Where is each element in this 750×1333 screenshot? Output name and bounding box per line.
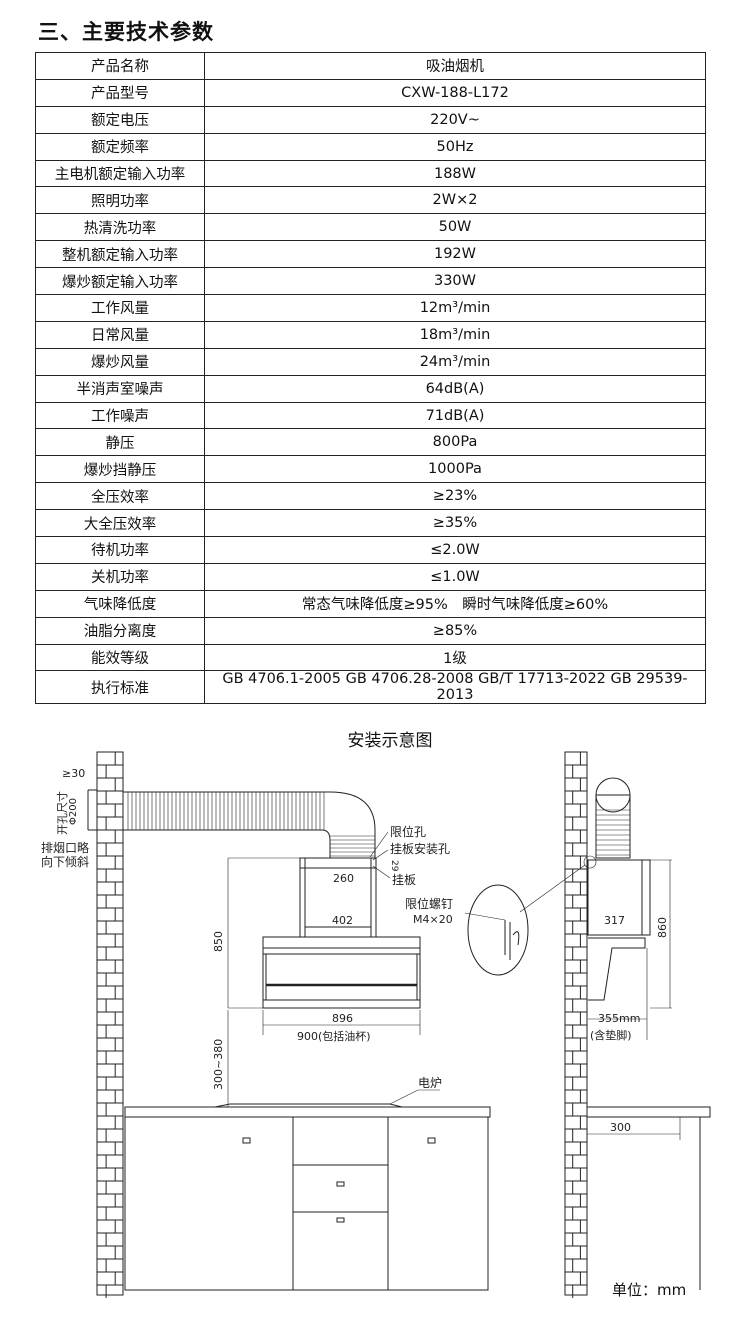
spec-value: 220V~ [204, 105, 706, 134]
slope-label-1: 排烟口略 [41, 840, 89, 855]
brick-wall [96, 751, 124, 1296]
spec-value: ≥35% [204, 509, 706, 538]
spec-label: 主电机额定输入功率 [35, 159, 205, 188]
spec-row: 全压效率≥23% [35, 482, 706, 511]
hood-front [227, 831, 421, 1107]
spec-label: 爆炒挡静压 [35, 455, 205, 484]
hole-size-label: 开孔尺寸 [55, 791, 69, 835]
plate-label: 挂板 [392, 873, 416, 887]
slope-label-2: 向下倾斜 [41, 854, 89, 869]
limit-hole-label: 限位孔 [390, 824, 426, 839]
spec-row: 产品名称吸油烟机 [35, 52, 706, 80]
spec-label: 热清洗功率 [35, 213, 205, 242]
spec-value: 188W [204, 159, 706, 188]
hood-side [464, 777, 711, 1290]
stove-label: 电炉 [418, 1076, 442, 1090]
unit-label: 单位：mm [612, 1281, 687, 1299]
dim-896: 896 [332, 1012, 353, 1025]
dim-260: 260 [333, 872, 354, 885]
spec-label: 产品名称 [35, 52, 205, 80]
spec-value: 64dB(A) [204, 374, 706, 403]
spec-label: 气味降低度 [35, 589, 205, 618]
spec-label: 爆炒风量 [35, 347, 205, 376]
spec-value: 1级 [204, 643, 706, 672]
brick-wall [564, 751, 588, 1296]
spec-value: ≥23% [204, 482, 706, 511]
brick-walls [96, 751, 588, 1298]
exhaust-duct [87, 789, 630, 858]
dim-317: 317 [604, 914, 625, 927]
spec-label: 整机额定输入功率 [35, 240, 205, 269]
spec-value: 192W [204, 240, 706, 269]
dim-29: 29 [389, 860, 399, 872]
spec-row: 关机功率≤1.0W [35, 562, 706, 591]
spec-label: 工作噪声 [35, 401, 205, 430]
spec-value: 71dB(A) [204, 401, 706, 430]
spec-value: 1000Pa [204, 455, 706, 484]
spec-row: 油脂分离度≥85% [35, 616, 706, 645]
spec-label: 全压效率 [35, 482, 205, 511]
section-title: 三、主要技术参数 [38, 20, 214, 44]
spec-row: 大全压效率≥35% [35, 509, 706, 538]
dim-900: 900(包括油杯) [297, 1029, 371, 1043]
spec-label: 执行标准 [35, 670, 205, 705]
spec-label: 关机功率 [35, 562, 205, 591]
diagram-title: 安装示意图 [347, 731, 433, 751]
spec-value: 18m³/min [204, 320, 706, 349]
spec-value: 24m³/min [204, 347, 706, 376]
hole-diameter-label: Φ200 [68, 798, 79, 825]
spec-label: 产品型号 [35, 78, 205, 107]
spec-value: ≥85% [204, 616, 706, 645]
dim-355: 355mm [598, 1012, 640, 1025]
spec-label: 静压 [35, 428, 205, 457]
spec-value: GB 4706.1-2005 GB 4706.28-2008 GB/T 1771… [204, 670, 706, 705]
spec-label: 照明功率 [35, 186, 205, 215]
screw-label: 限位螺钉 [405, 896, 453, 911]
dim-355-note: (含垫脚) [590, 1028, 632, 1042]
spec-label: 能效等级 [35, 643, 205, 672]
spec-label: 额定频率 [35, 132, 205, 161]
kitchen-cabinet [124, 1089, 491, 1291]
screw-spec-label: M4×20 [413, 913, 453, 926]
dim-850: 850 [212, 931, 225, 952]
spec-label: 爆炒额定输入功率 [35, 267, 205, 296]
spec-label: 半消声室噪声 [35, 374, 205, 403]
spec-value: 12m³/min [204, 294, 706, 322]
dim-300: 300 [610, 1121, 631, 1134]
spec-label: 大全压效率 [35, 509, 205, 538]
dim-860: 860 [656, 917, 669, 938]
spec-value: 2W×2 [204, 186, 706, 215]
spec-label: 额定电压 [35, 105, 205, 134]
dim-300-380: 300~380 [212, 1039, 225, 1090]
spec-value: ≤1.0W [204, 562, 706, 591]
dim-402: 402 [332, 914, 353, 927]
spec-value: 800Pa [204, 428, 706, 457]
spec-label: 工作风量 [35, 294, 205, 322]
spec-value: 330W [204, 267, 706, 296]
plate-hole-label: 挂板安装孔 [390, 841, 450, 856]
gap-label: ≥30 [62, 767, 85, 780]
